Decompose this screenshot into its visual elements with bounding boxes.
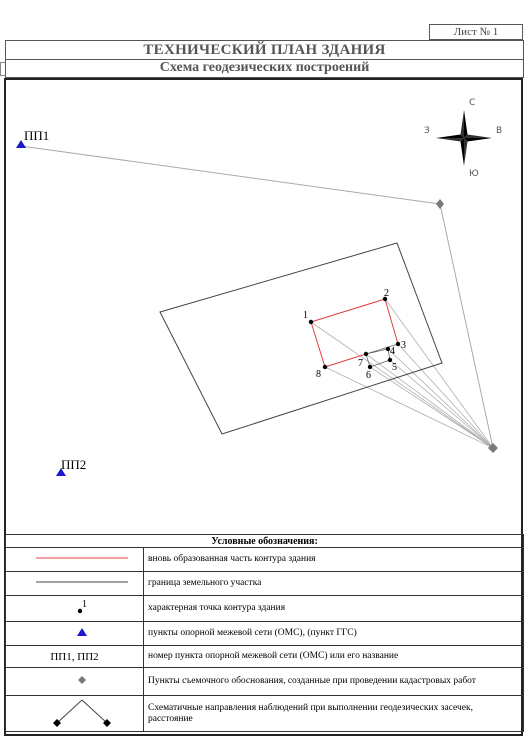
legend-symbol-gray-line [5,571,144,596]
legend-text: Схематичные направления наблюдений при в… [143,695,524,732]
legend-text: номер пункта опорной межевой сети (ОМС) … [143,645,524,668]
legend-symbol-point: 1 [5,595,144,622]
page-subtitle: Схема геодезических построений [159,60,370,75]
legend-row: Схематичные направления наблюдений при в… [5,695,524,732]
contour-point-label: 8 [316,369,321,380]
margin-tick [0,62,6,76]
oms-point-triangle [56,468,66,476]
contour-point-1 [308,319,314,325]
contour-points [308,296,401,370]
contour-point-label: 1 [303,310,308,321]
compass-east-label: В [496,126,502,136]
contour-point-label: 2 [384,288,389,299]
sight-line [369,366,494,449]
contour-point-3 [395,341,401,347]
legend-header: Условные обозначения: [5,534,524,548]
sight-line [439,203,494,449]
sight-line [365,353,494,449]
title-block: ТЕХНИЧЕСКИЙ ПЛАН ЗДАНИЯ Схема геодезичес… [5,40,524,78]
land-plot-boundary [159,242,443,435]
legend-symbol-red-line [5,547,144,572]
compass-west-label: З [424,126,430,136]
contour-point-2 [382,296,388,302]
legend-row: вновь образованная часть контура здания [5,547,524,572]
legend-symbol-text: ПП1, ПП2 [5,645,144,668]
legend-text: характерная точка контура здания [143,595,524,622]
sight-line [20,145,441,205]
sheet-number: Лист № 1 [429,24,523,40]
legend-text: Пункты съемочного обоснования, созданные… [143,667,524,696]
contour-point-7 [363,351,369,357]
legend-row: пункты опорной межевой сети (ОМС), (пунк… [5,621,524,646]
contour-point-6 [367,364,373,370]
legend-text: вновь образованная часть контура здания [143,547,524,572]
sight-line [310,321,494,449]
legend-text: граница земельного участка [143,571,524,596]
station-label-pp2: ПП2 [61,457,86,472]
legend-symbol-angle [5,695,144,732]
sight-line [389,359,494,449]
legend-symbol-triangle [5,621,144,646]
contour-point-label: 3 [401,340,406,351]
sight-line [324,366,494,449]
survey-station-diamond [436,199,444,209]
legend-table: Условные обозначения: вновь образованная… [5,534,524,732]
contour-point-8 [322,364,328,370]
contour-point-4 [385,346,391,352]
sight-line [384,298,494,449]
sight-line [387,348,494,449]
legend-text: пункты опорной межевой сети (ОМС), (пунк… [143,621,524,646]
compass-south-label: Ю [469,169,479,179]
building-contour-inner [365,343,399,368]
legend-row: Пункты съемочного обоснования, созданные… [5,667,524,696]
survey-station-diamond [488,443,498,453]
contour-point-label: 7 [358,358,363,369]
legend-row: 1 характерная точка контура здания [5,595,524,622]
legend-symbol-diamond [5,667,144,696]
compass-north-label: С [469,98,475,108]
station-label-pp1: ПП1 [24,128,49,143]
building-contour [310,298,399,345]
contour-point-5 [387,357,393,363]
contour-point-label: 5 [392,362,397,373]
compass-rose [436,110,492,166]
contour-point-label: 6 [366,370,371,381]
drawing-frame [4,78,523,736]
legend-row: граница земельного участка [5,571,524,596]
page-title: ТЕХНИЧЕСКИЙ ПЛАН ЗДАНИЯ [6,42,523,60]
legend-row: ПП1, ПП2 номер пункта опорной межевой се… [5,645,524,668]
sight-line-group [310,298,494,449]
legend-point-label: 1 [82,599,87,610]
sight-line [397,343,494,449]
contour-point-label: 4 [390,346,395,357]
oms-point-triangle [16,140,26,148]
